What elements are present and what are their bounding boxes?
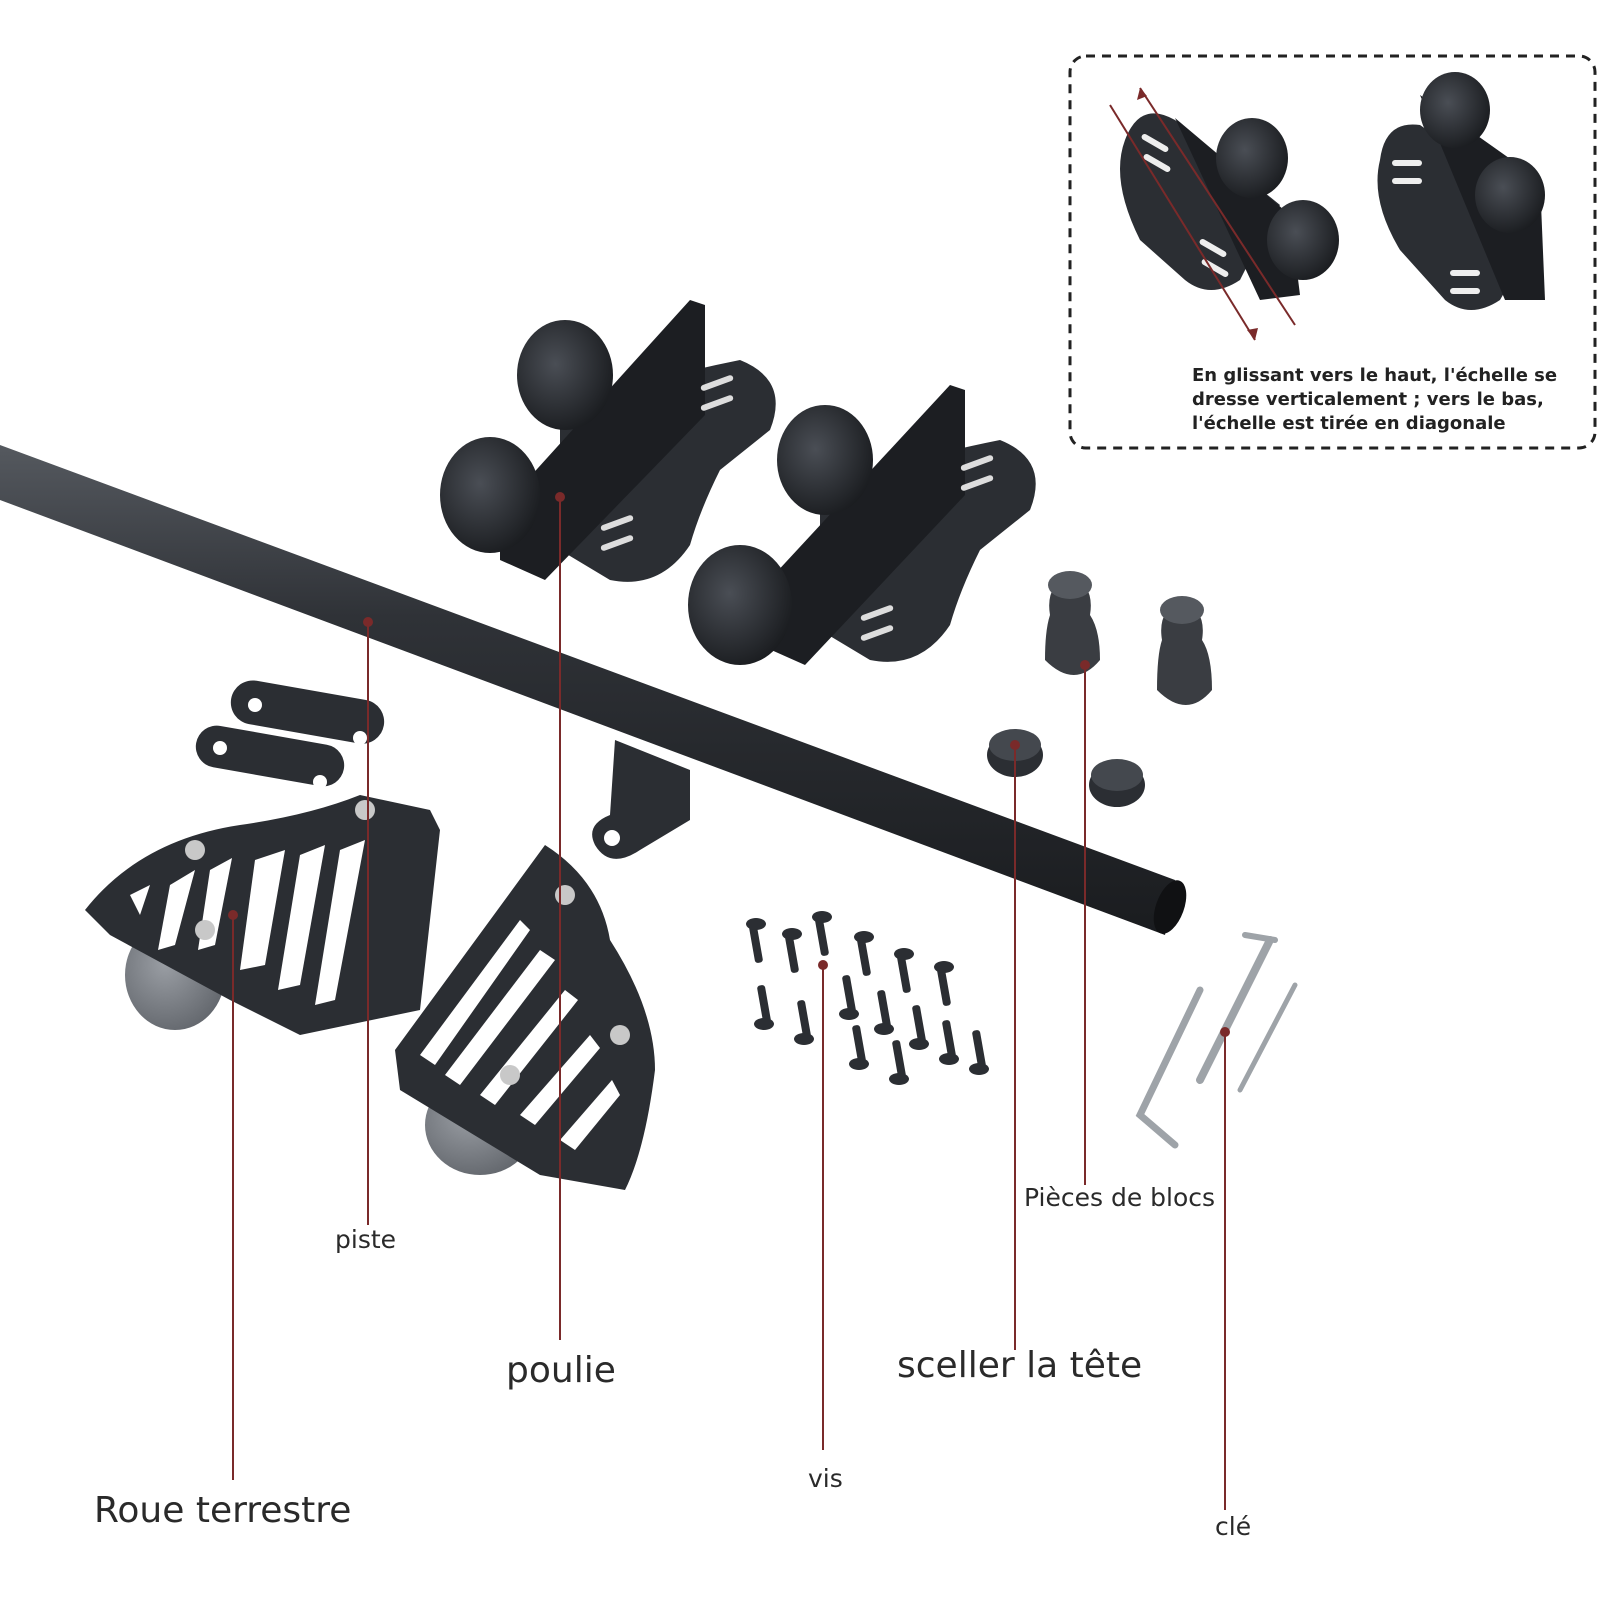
- track-rail: [0, 445, 1187, 935]
- label-poulie: poulie: [506, 1350, 616, 1391]
- inset-pulley-vertical-icon: [1377, 72, 1545, 310]
- end-caps: [987, 729, 1145, 807]
- pulley-left: [440, 300, 776, 582]
- label-sceller-la-tete: sceller la tête: [897, 1345, 1143, 1386]
- pulley-right: [688, 385, 1036, 665]
- label-piste: piste: [335, 1225, 397, 1254]
- label-pieces-de-blocs: Pièces de blocs: [1024, 1183, 1216, 1212]
- inset-pulley-diagonal-icon: [1109, 87, 1339, 341]
- label-cle: clé: [1215, 1512, 1252, 1541]
- mounting-plates: [195, 680, 385, 789]
- inset-border: [1068, 54, 1597, 450]
- hex-keys: [1135, 932, 1298, 1149]
- stop-blocks: [1045, 571, 1212, 705]
- ground-wheel-left: [85, 795, 440, 1035]
- label-roue-terrestre: Roue terrestre: [94, 1490, 352, 1531]
- inset-panel: [1068, 54, 1597, 450]
- leader-lines: [228, 492, 1230, 1510]
- ground-wheel-right: [395, 845, 655, 1190]
- screws: [746, 911, 989, 1085]
- inset-note: En glissant vers le haut, l'échelle se d…: [1192, 365, 1558, 434]
- label-vis: vis: [808, 1464, 843, 1493]
